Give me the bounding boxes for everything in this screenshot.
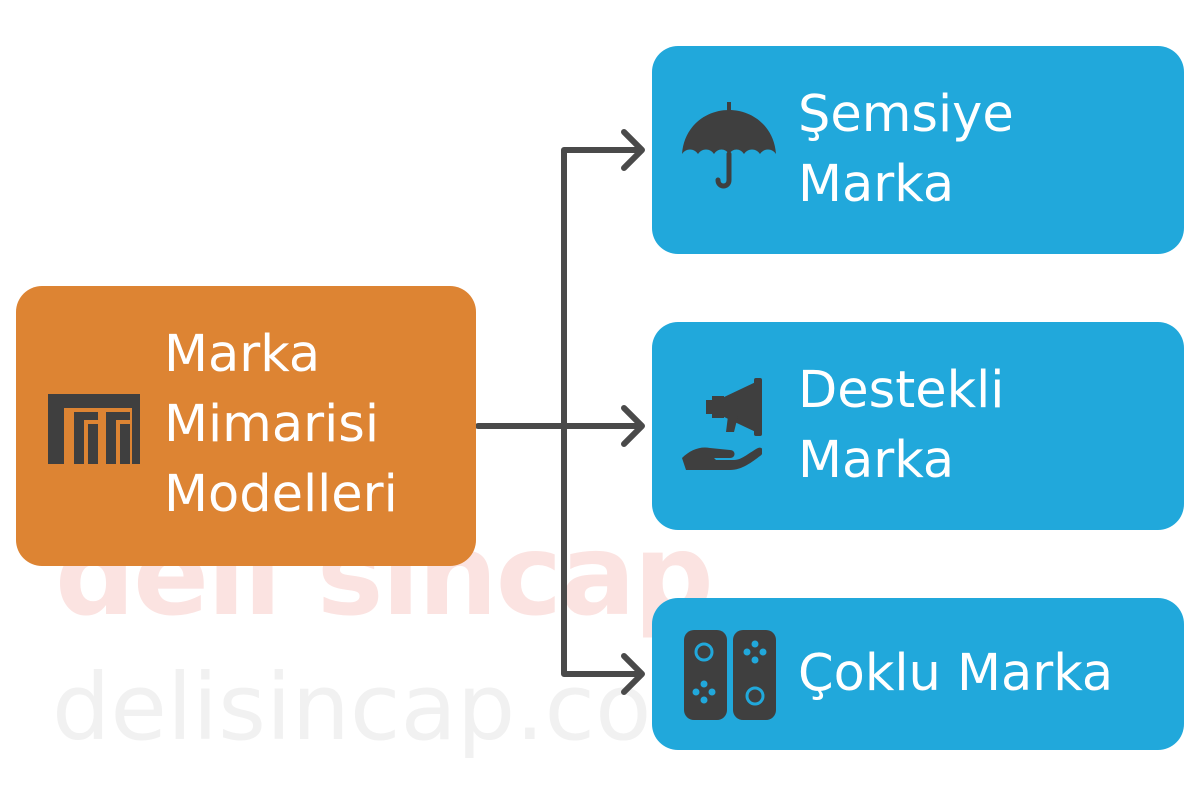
arrowhead-top — [621, 129, 645, 171]
target-label-endorsed-brand: Destekli Marka — [798, 361, 1005, 490]
target-node-multi-brand: Çoklu Marka — [652, 598, 1184, 750]
target-node-endorsed-brand: Destekli Marka — [652, 322, 1184, 530]
building-columns-icon — [48, 394, 140, 464]
arrowhead-middle — [621, 405, 645, 447]
connector-branch — [561, 147, 643, 677]
target-label-umbrella-brand: Şemsiye Marka — [798, 85, 1014, 214]
arrowhead-bottom — [621, 653, 645, 695]
hand-megaphone-icon — [682, 378, 762, 470]
source-label: Marka Mimarisi Modelleri — [164, 325, 398, 524]
target-label-multi-brand: Çoklu Marka — [798, 644, 1114, 703]
source-node: Marka Mimarisi Modelleri — [16, 286, 476, 566]
target-node-umbrella-brand: Şemsiye Marka — [652, 46, 1184, 254]
game-controller-icon — [684, 630, 776, 720]
umbrella-icon — [682, 102, 776, 189]
